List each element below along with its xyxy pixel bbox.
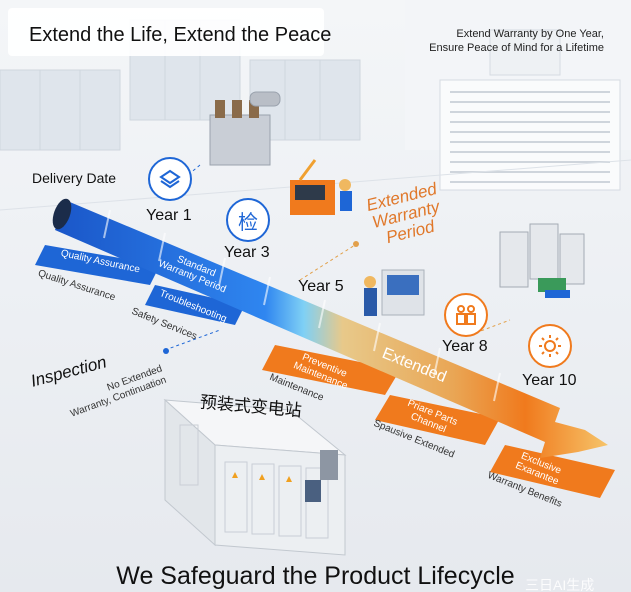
substation-illustration bbox=[163, 398, 347, 556]
title-box bbox=[8, 8, 324, 56]
inspection-icon: 检 bbox=[226, 198, 270, 242]
year5-label: Year 5 bbox=[298, 278, 344, 295]
people-icon bbox=[444, 293, 488, 337]
year10-label: Year 10 bbox=[522, 372, 577, 389]
worker-cabinet-illustration bbox=[290, 159, 352, 215]
page-title: Extend the Life, Extend the Peace bbox=[29, 24, 332, 46]
band-exclusive bbox=[490, 445, 615, 498]
tagline-line1: Extend Warranty by One Year, bbox=[456, 28, 604, 40]
technician-illustration bbox=[364, 269, 425, 316]
sun-icon bbox=[528, 324, 572, 368]
year3-label: Year 3 bbox=[224, 244, 270, 261]
timeline-tube bbox=[55, 200, 608, 458]
band-quality-assurance bbox=[35, 245, 160, 285]
watermark: 三日AI生成 bbox=[525, 577, 595, 592]
control-cabinets-illustration bbox=[499, 223, 585, 298]
year1-label: Year 1 bbox=[146, 207, 192, 224]
transformer-illustration bbox=[209, 91, 281, 166]
tube-cap bbox=[52, 198, 72, 230]
band-priare-parts bbox=[375, 395, 500, 445]
delivery-date-label: Delivery Date bbox=[32, 170, 117, 186]
layers-icon bbox=[148, 157, 192, 201]
footer-title: We Safeguard the Product Lifecycle bbox=[116, 562, 515, 590]
year8-label: Year 8 bbox=[442, 338, 488, 355]
band-preventive bbox=[262, 345, 400, 395]
tagline-line2: Ensure Peace of Mind for a Lifetime bbox=[429, 42, 604, 54]
band-troubleshooting bbox=[145, 285, 245, 325]
